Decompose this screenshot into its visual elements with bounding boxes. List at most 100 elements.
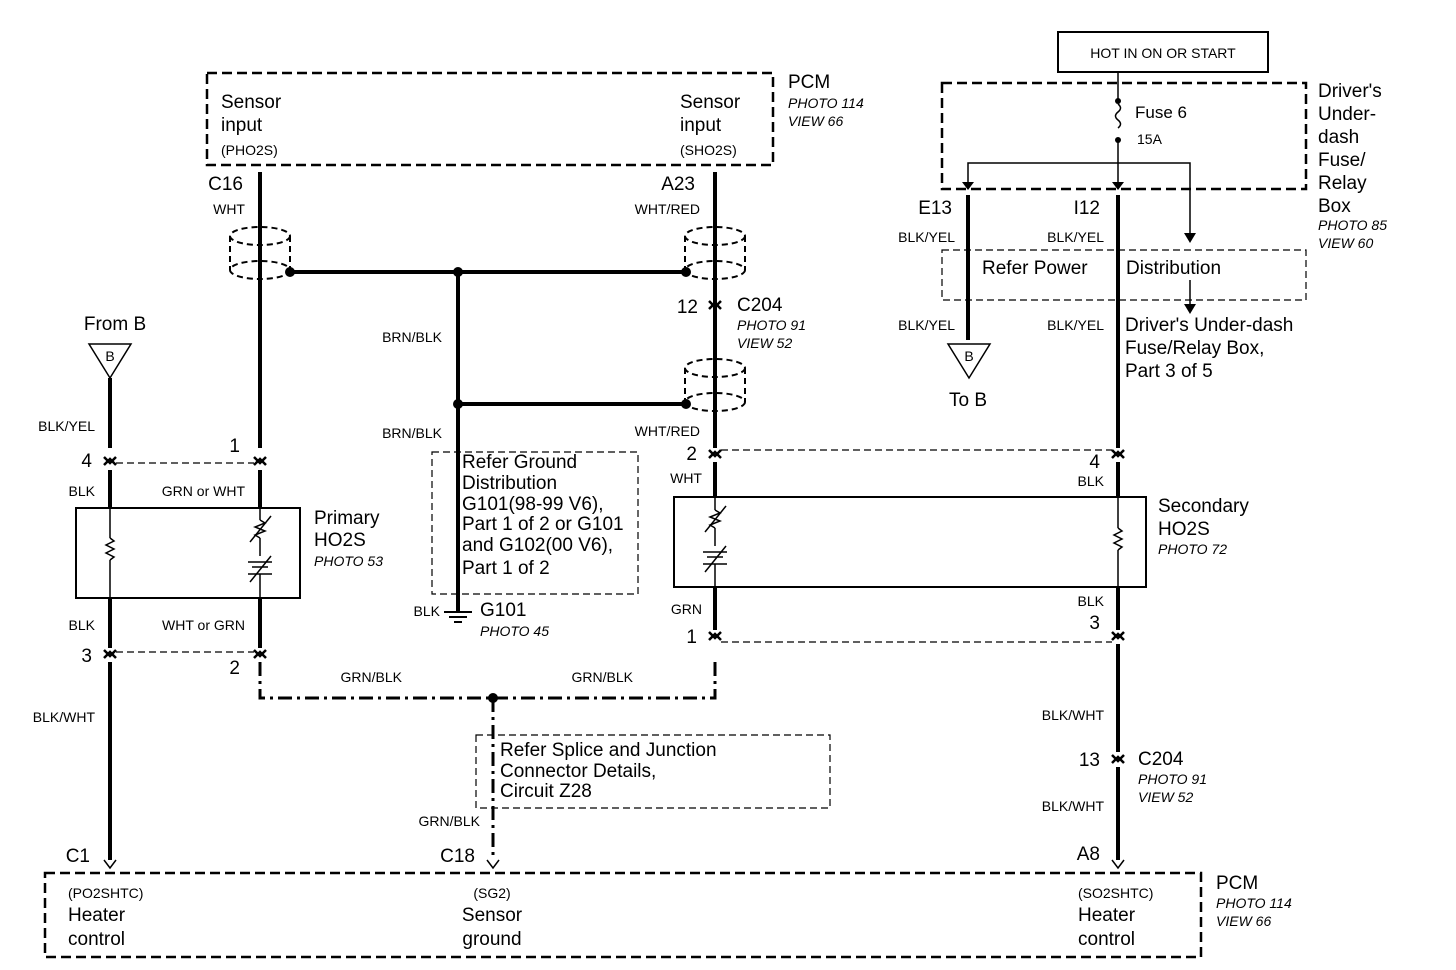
pcm-c1-text1: Heater: [68, 905, 126, 926]
pcm-top-photo: PHOTO 114: [788, 95, 864, 111]
fuse-box-photo: PHOTO 85: [1318, 217, 1387, 233]
secondary-name-2: HO2S: [1158, 519, 1210, 540]
under-dash-ref-3: Part 3 of 5: [1125, 361, 1213, 382]
pcm-bottom-view: VIEW 66: [1216, 913, 1271, 929]
refer-ground-6: Part 1 of 2: [462, 558, 550, 579]
c204-bottom-connector: [1110, 753, 1126, 765]
pin-left-3: 3: [81, 646, 92, 667]
pcm-top-view: VIEW 66: [788, 113, 843, 129]
drain-splice-2: [453, 399, 463, 409]
pin-sec-4: 4: [1089, 452, 1100, 473]
pcm-a8-text1: Heater: [1078, 905, 1136, 926]
conn-c16: C16: [208, 174, 243, 195]
refer-power-text1: Refer Power: [982, 258, 1088, 279]
pcm-left-code: (PHO2S): [221, 142, 278, 158]
hot-label-box: [1057, 31, 1269, 73]
arrow-e13: [962, 182, 974, 190]
pcm-left-input-1: Sensor: [221, 92, 282, 113]
c204-bottom-name: C204: [1138, 749, 1184, 770]
drain-dot-1: [285, 267, 295, 277]
fuse-box-outline: [940, 81, 1308, 191]
from-b-triangle: [87, 343, 133, 380]
pcm-bottom-box: [43, 871, 1203, 959]
under-dash-ref-2: Fuse/Relay Box,: [1125, 338, 1264, 359]
pin-sec-3: 3: [1089, 613, 1100, 634]
fuse-box-line2: Under-: [1318, 104, 1376, 125]
pcm-right-code: (SHO2S): [680, 142, 737, 158]
fuse-top-dot: [1115, 98, 1121, 104]
wire-blk-wht-r1-label: BLK/WHT: [1042, 707, 1105, 723]
secondary-photo: PHOTO 72: [1158, 541, 1227, 557]
refer-splice-1: Refer Splice and Junction: [500, 740, 717, 761]
refer-splice-box: [475, 734, 831, 809]
pcm-left-input-2: input: [221, 115, 263, 136]
drain-dot-2: [681, 267, 691, 277]
wire-e13-label-a: BLK/YEL: [898, 229, 955, 245]
pcm-right-input-1: Sensor: [680, 92, 741, 113]
refer-ground-4: Part 1 of 2 or G101: [462, 514, 624, 535]
pcm-a8-text2: control: [1078, 929, 1135, 950]
fuse-branch-ref: [1118, 162, 1191, 237]
fuse-box-line5: Relay: [1318, 173, 1367, 194]
pin-right-1: 1: [686, 627, 697, 648]
primary-heater-resistor-icon: [104, 537, 116, 561]
pin-left-2: 2: [229, 658, 240, 679]
fuse-label: Fuse 6: [1135, 103, 1187, 122]
fuse-box-line6: Box: [1318, 196, 1351, 217]
primary-pin2-connector: [252, 648, 268, 660]
c18-terminal: [486, 859, 500, 870]
wire-blk-left-label: BLK: [69, 483, 96, 499]
a8-terminal: [1111, 859, 1125, 870]
fuse-symbol: [1114, 103, 1122, 129]
c204-top-name: C204: [737, 295, 783, 316]
wire-wht-red-2-label: WHT/RED: [635, 423, 700, 439]
wire-brn-blk-label-2: BRN/BLK: [382, 425, 443, 441]
primary-photo: PHOTO 53: [314, 553, 383, 569]
wire-wht-2-label: WHT: [670, 470, 702, 486]
wire-grn-blk-label-3: GRN/BLK: [419, 813, 481, 829]
pcm-a8-code: (SO2SHTC): [1078, 885, 1153, 901]
wire-blk-left-2-label: BLK: [69, 617, 96, 633]
pcm-top-box: [205, 71, 775, 167]
refer-ground-5: and G102(00 V6),: [462, 535, 613, 556]
primary-pin4-connector: [102, 455, 118, 467]
conn-a23: A23: [661, 174, 695, 195]
secondary-pin1-connector: [707, 630, 723, 642]
from-b-label: From B: [84, 314, 146, 335]
c204-top-pin: 12: [677, 297, 698, 318]
refer-ground-box: [431, 451, 639, 595]
under-dash-ref-1: Driver's Under-dash: [1125, 315, 1293, 336]
wire-grn-label: GRN: [671, 601, 702, 617]
wire-i12-label-a: BLK/YEL: [1047, 229, 1104, 245]
primary-variable-arrow: [249, 515, 272, 543]
wire-grn-blk-label-2: GRN/BLK: [572, 669, 634, 685]
c1-terminal: [103, 859, 117, 870]
refer-splice-2: Connector Details,: [500, 761, 656, 782]
fuse-box-line1: Driver's: [1318, 81, 1382, 102]
wire-blk-sec-top-label: BLK: [1078, 473, 1105, 489]
c204-top-photo: PHOTO 91: [737, 317, 806, 333]
wire-blk-wht-left-label: BLK/WHT: [33, 709, 96, 725]
primary-name-2: HO2S: [314, 530, 366, 551]
pcm-bottom-photo: PHOTO 114: [1216, 895, 1292, 911]
drain-dot-3: [681, 399, 691, 409]
primary-cell-arrow: [249, 555, 272, 583]
primary-pin1-connector: [252, 455, 268, 467]
wire-a23-label: WHT/RED: [635, 201, 700, 217]
c204-bottom-pin: 13: [1079, 750, 1100, 771]
fuse-branch-e13: [967, 162, 1118, 188]
wire-blk-yel-left-label: BLK/YEL: [38, 418, 95, 434]
primary-pin3-connector: [102, 648, 118, 660]
wire-brn-blk-label-1: BRN/BLK: [382, 329, 443, 345]
fuse-box-view: VIEW 60: [1318, 235, 1373, 251]
pcm-c18-text1: Sensor: [462, 905, 523, 926]
refer-splice-3: Circuit Z28: [500, 781, 592, 802]
wire-blk-wht-r2-label: BLK/WHT: [1042, 798, 1105, 814]
c204-bottom-photo: PHOTO 91: [1138, 771, 1207, 787]
secondary-pin4-connector: [1110, 448, 1126, 460]
pcm-top-name: PCM: [788, 72, 830, 93]
primary-name-1: Primary: [314, 508, 380, 529]
to-b-label: To B: [949, 390, 987, 411]
pin-left-4: 4: [81, 451, 92, 472]
